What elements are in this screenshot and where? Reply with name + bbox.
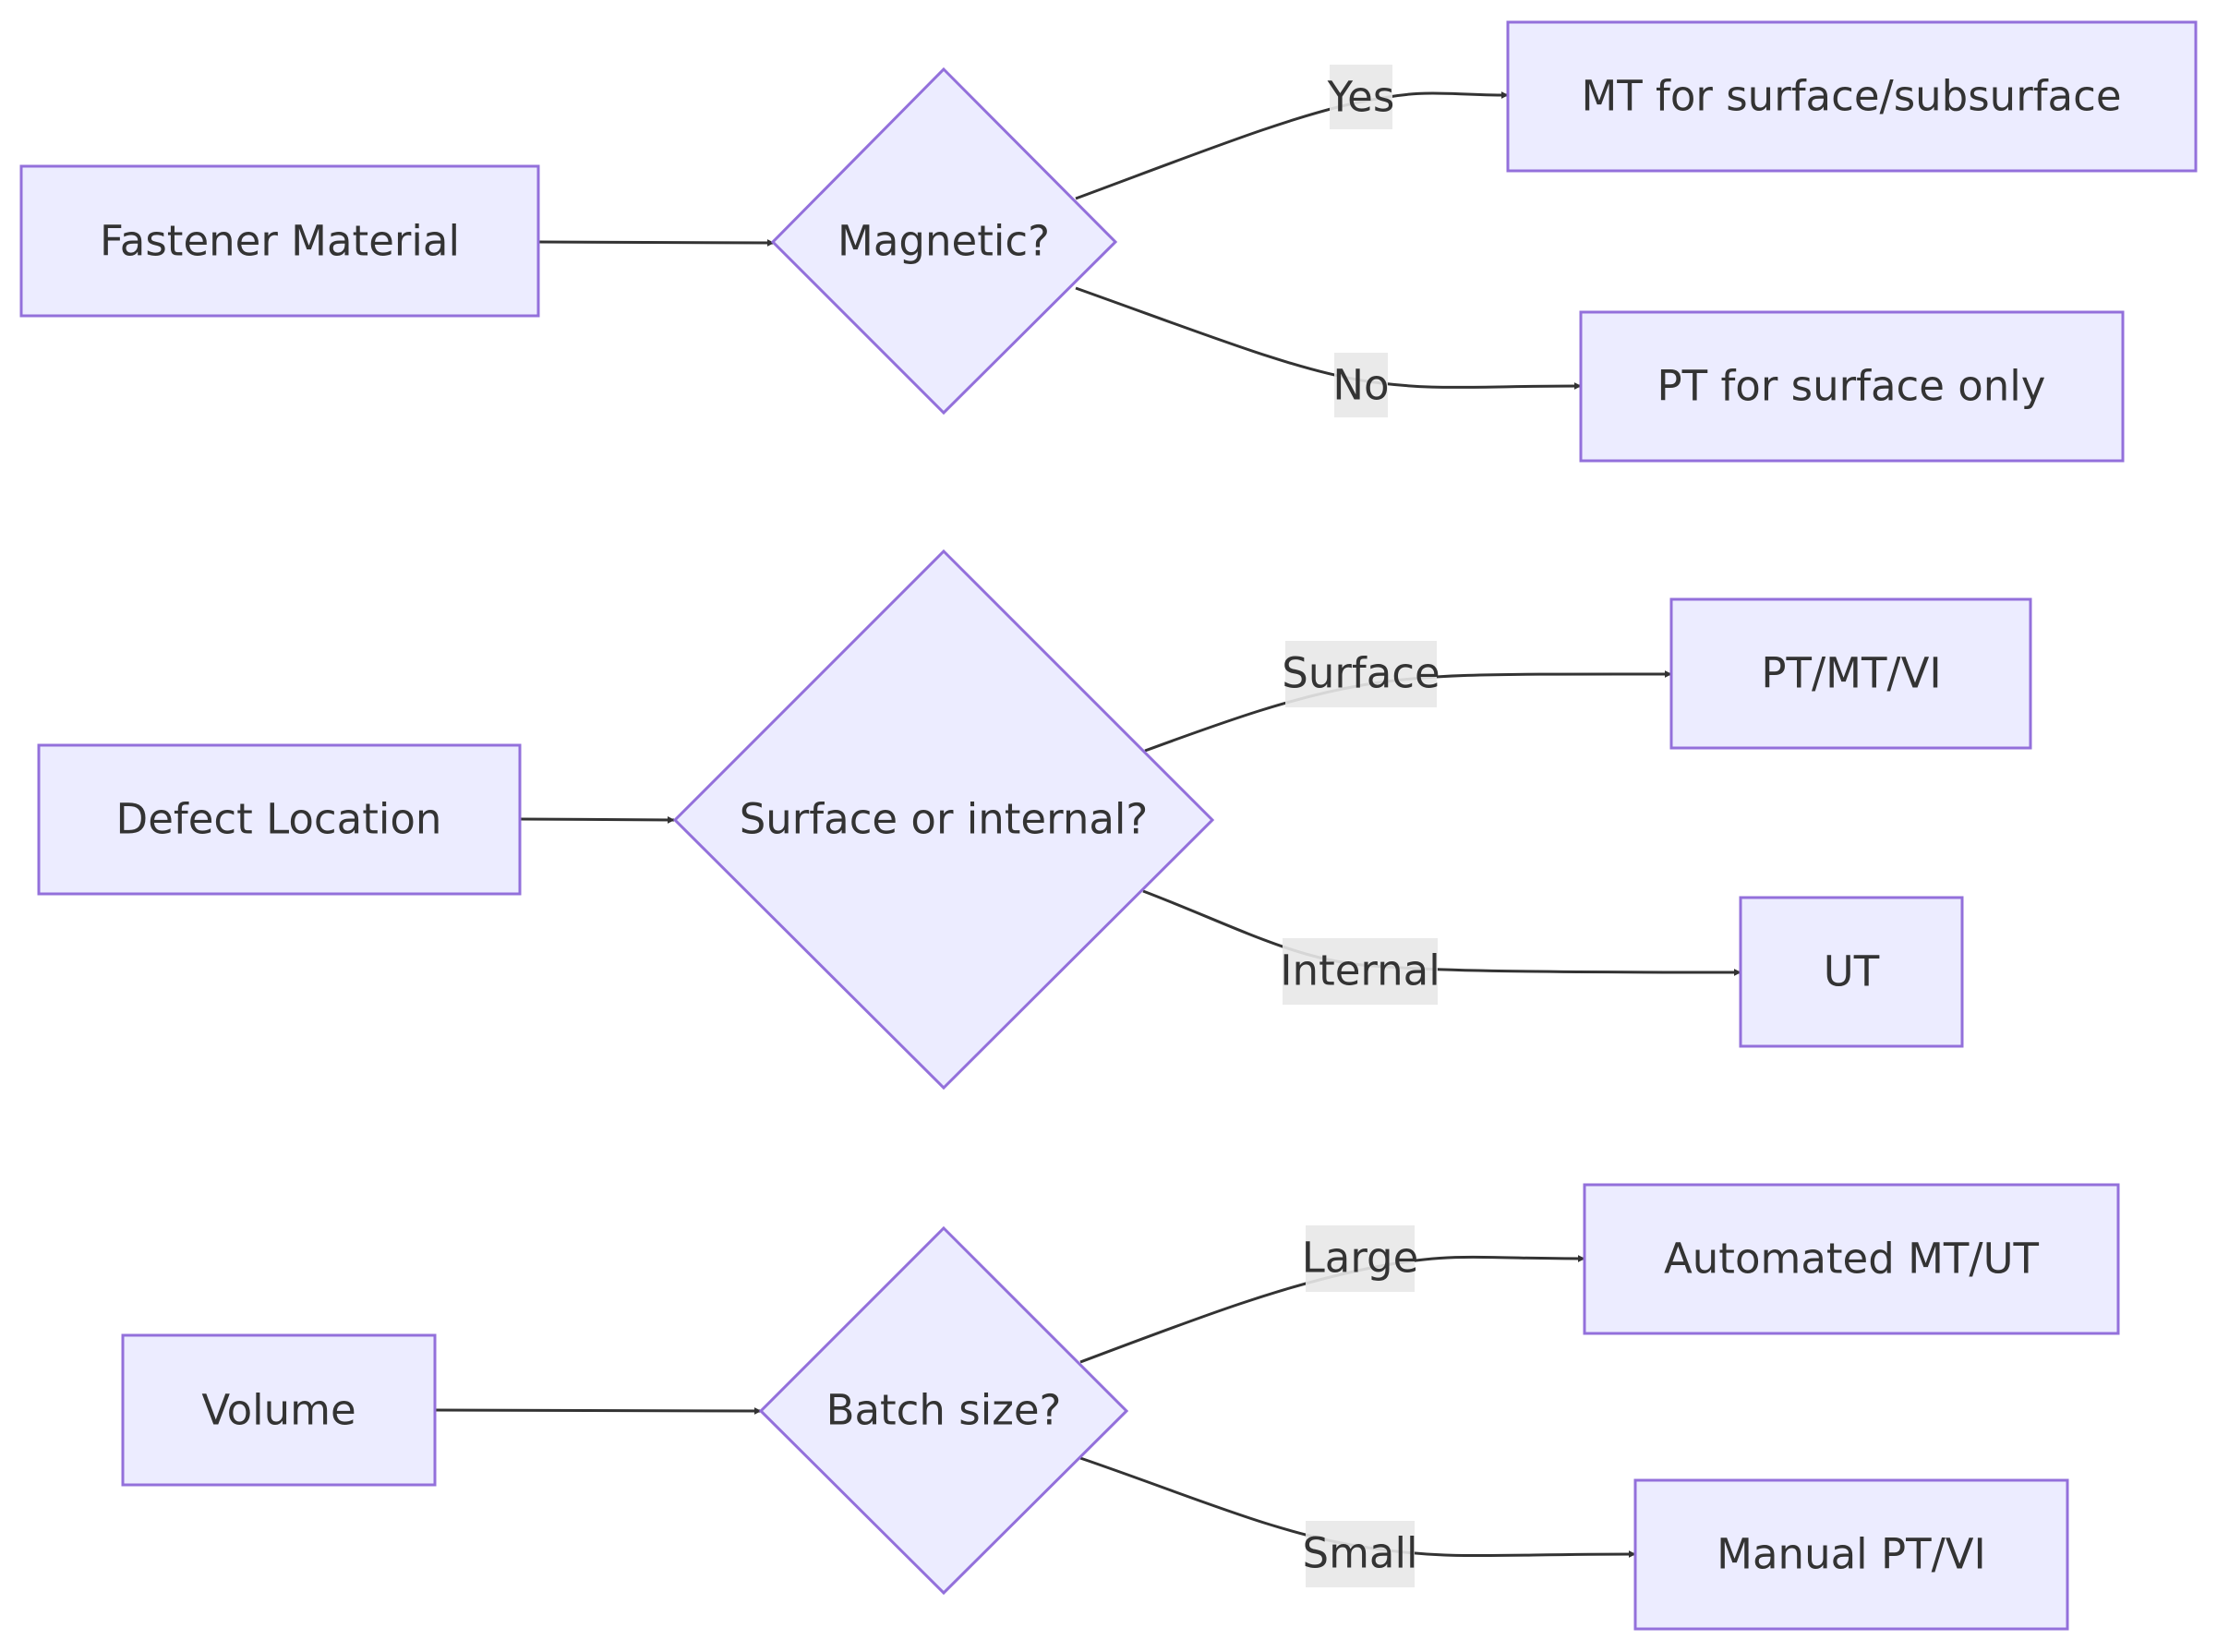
edge-start-to-decision-1 bbox=[537, 238, 775, 247]
decision-batch-size[interactable]: Batch size? bbox=[758, 1225, 1129, 1596]
edge-magnetic-no bbox=[1075, 286, 1582, 391]
svg-text:Small: Small bbox=[1303, 1529, 1418, 1578]
decision-label: Batch size? bbox=[826, 1386, 1062, 1435]
svg-text:No: No bbox=[1332, 361, 1389, 410]
decision-magnetic[interactable]: Magnetic? bbox=[770, 66, 1118, 416]
edge-label-large: Large bbox=[1302, 1225, 1419, 1292]
node-label: Volume bbox=[201, 1386, 355, 1435]
edge-label-yes: Yes bbox=[1327, 65, 1395, 129]
edge-magnetic-yes bbox=[1075, 90, 1509, 200]
node-automated-mt-ut[interactable]: Automated MT/UT bbox=[1583, 1183, 2120, 1335]
edge-label-no: No bbox=[1332, 353, 1390, 417]
node-label: Fastener Material bbox=[100, 217, 460, 266]
edge-start-to-decision-3 bbox=[434, 1406, 762, 1415]
svg-text:Large: Large bbox=[1302, 1234, 1419, 1283]
node-label: Manual PT/VI bbox=[1717, 1530, 1986, 1579]
node-label: PT for surface only bbox=[1657, 362, 2046, 411]
node-manual-pt-vi[interactable]: Manual PT/VI bbox=[1633, 1478, 2069, 1631]
decision-label: Magnetic? bbox=[837, 217, 1050, 266]
node-ut[interactable]: UT bbox=[1739, 896, 1964, 1048]
node-defect-location[interactable]: Defect Location bbox=[37, 743, 522, 896]
node-label: UT bbox=[1824, 947, 1880, 996]
edge-label-internal: Internal bbox=[1280, 938, 1440, 1005]
edge-label-small: Small bbox=[1303, 1521, 1418, 1587]
svg-text:Surface: Surface bbox=[1282, 649, 1440, 698]
node-pt-surface-only[interactable]: PT for surface only bbox=[1579, 310, 2125, 463]
edge-location-internal bbox=[1142, 889, 1741, 976]
decision-label: Surface or internal? bbox=[740, 795, 1149, 844]
node-label: PT/MT/VI bbox=[1761, 649, 1941, 698]
edge-label-surface: Surface bbox=[1282, 641, 1440, 707]
node-label: Automated MT/UT bbox=[1664, 1235, 2040, 1284]
node-label: MT for surface/subsurface bbox=[1581, 72, 2121, 121]
node-mt-surface-subsurface[interactable]: MT for surface/subsurface bbox=[1506, 20, 2198, 173]
node-volume[interactable]: Volume bbox=[121, 1333, 437, 1487]
node-fastener-material[interactable]: Fastener Material bbox=[19, 164, 540, 318]
svg-text:Yes: Yes bbox=[1327, 73, 1395, 122]
edge-start-to-decision-2 bbox=[519, 815, 675, 824]
node-pt-mt-vi[interactable]: PT/MT/VI bbox=[1669, 597, 2032, 750]
decision-surface-or-internal[interactable]: Surface or internal? bbox=[672, 549, 1215, 1091]
node-label: Defect Location bbox=[116, 795, 442, 844]
svg-text:Internal: Internal bbox=[1280, 947, 1440, 995]
